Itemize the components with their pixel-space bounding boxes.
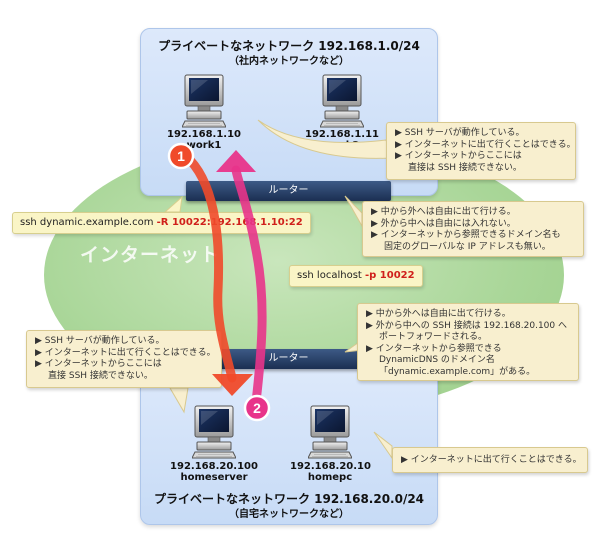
homeserver-note-line: ▶ インターネットに出て行くことはできる。 [35,347,216,358]
home-router-note-line: ポートフォワードされる。 [379,332,488,342]
homepc-note: ▶ インターネットに出て行くことはできる。 [392,447,588,473]
local-ssh-command-option: -p 10022 [365,270,415,281]
home-router-note-line: 「dynamic.example.com」がある。 [379,366,536,377]
homeserver-name: homeserver [180,472,248,483]
home-router-note: ▶ 中から外へは自由に出て行ける。 ▶ 外から中への SSH 接続は 192.1… [357,303,579,381]
homeserver-note-line: ▶ インターネットからここには [35,359,162,369]
home-router-note-line: ▶ 中から外へは自由に出て行ける。 [366,309,511,319]
step1-marker [167,142,195,170]
work1-note-line: ▶ SSH サーバが動作している。 [395,128,525,138]
homeserver-label: 192.168.20.100 homeserver [169,461,259,483]
home-router-note-line: DynamicDNS のドメイン名 [379,355,495,365]
work1-note-tail [257,119,393,159]
office-router-note-line: ▶ 外から中へは自由には入れない。 [371,218,516,229]
remote-forward-command: ssh dynamic.example.com -R 10022:192.168… [12,212,311,234]
work1-name: work1 [186,140,222,151]
homepc-note-line: ▶ インターネットに出て行くことはできる。 [401,455,582,465]
work2-ip: 192.168.1.11 [304,129,380,140]
homeserver-ip: 192.168.20.100 [170,461,258,472]
remote-forward-command-option: -R 10022:192.168.1.10:22 [156,217,303,228]
home-network-title: プライベートなネットワーク 192.168.20.0/24 [153,492,425,506]
home-router-note-line: ▶ インターネットから参照できる [366,343,502,354]
step1-arrowhead-icon [212,374,253,396]
homepc-label: 192.168.20.10 homepc [290,461,371,483]
home-router-note-line: ▶ 外から中への SSH 接続は 192.168.20.100 へ [366,320,567,331]
homepc-name: homepc [307,472,353,483]
work1-note: ▶ SSH サーバが動作している。 ▶ インターネットに出て行くことはできる。 … [386,122,576,180]
work1-label: 192.168.1.10 work1 [164,129,244,151]
step2-arrow-path [231,165,267,407]
work1-note-line: ▶ インターネットからここには [395,151,522,161]
local-ssh-command-prefix: ssh localhost [297,270,366,281]
step2-number: 2 [253,400,261,416]
step1-number: 1 [177,148,185,164]
office-router-note-line: ▶ インターネットから参照できるドメイン名も [371,230,561,240]
office-network-subtitle: （社内ネットワークなど） [229,56,349,67]
remote-forward-command-prefix: ssh dynamic.example.com [20,217,157,228]
local-ssh-command: ssh localhost -p 10022 [289,265,423,287]
homeserver-note-tail [169,387,189,414]
home-network-subtitle: （自宅ネットワークなど） [229,509,349,520]
work1-note-line: ▶ インターネットに出て行くことはできる。 [395,139,576,150]
step1-arrow-path [185,155,237,383]
work1-ip: 192.168.1.10 [166,129,242,140]
homeserver-note-line: 直接 SSH 接続できない。 [48,370,153,381]
homeserver-note-line: ▶ SSH サーバが動作している。 [35,336,165,346]
office-router-note-line: ▶ 中から外へは自由に出て行ける。 [371,207,516,217]
office-router-note: ▶ 中から外へは自由に出て行ける。 ▶ 外から中へは自由には入れない。 ▶ イン… [362,201,584,257]
homeserver-note: ▶ SSH サーバが動作している。 ▶ インターネットに出て行くことはできる。 … [26,330,222,388]
homepc-ip: 192.168.20.10 [290,461,371,472]
step2-marker [243,394,271,422]
office-router-note-line: 固定のグローバルな IP アドレスも無い。 [384,241,551,252]
internet-label: インターネット [80,244,221,266]
step2-arrowhead-icon [216,150,256,172]
office-network-title: プライベートなネットワーク 192.168.1.0/24 [158,39,420,53]
home-router: ルーター [186,349,391,369]
work1-note-line: 直接は SSH 接続できない。 [408,162,522,173]
